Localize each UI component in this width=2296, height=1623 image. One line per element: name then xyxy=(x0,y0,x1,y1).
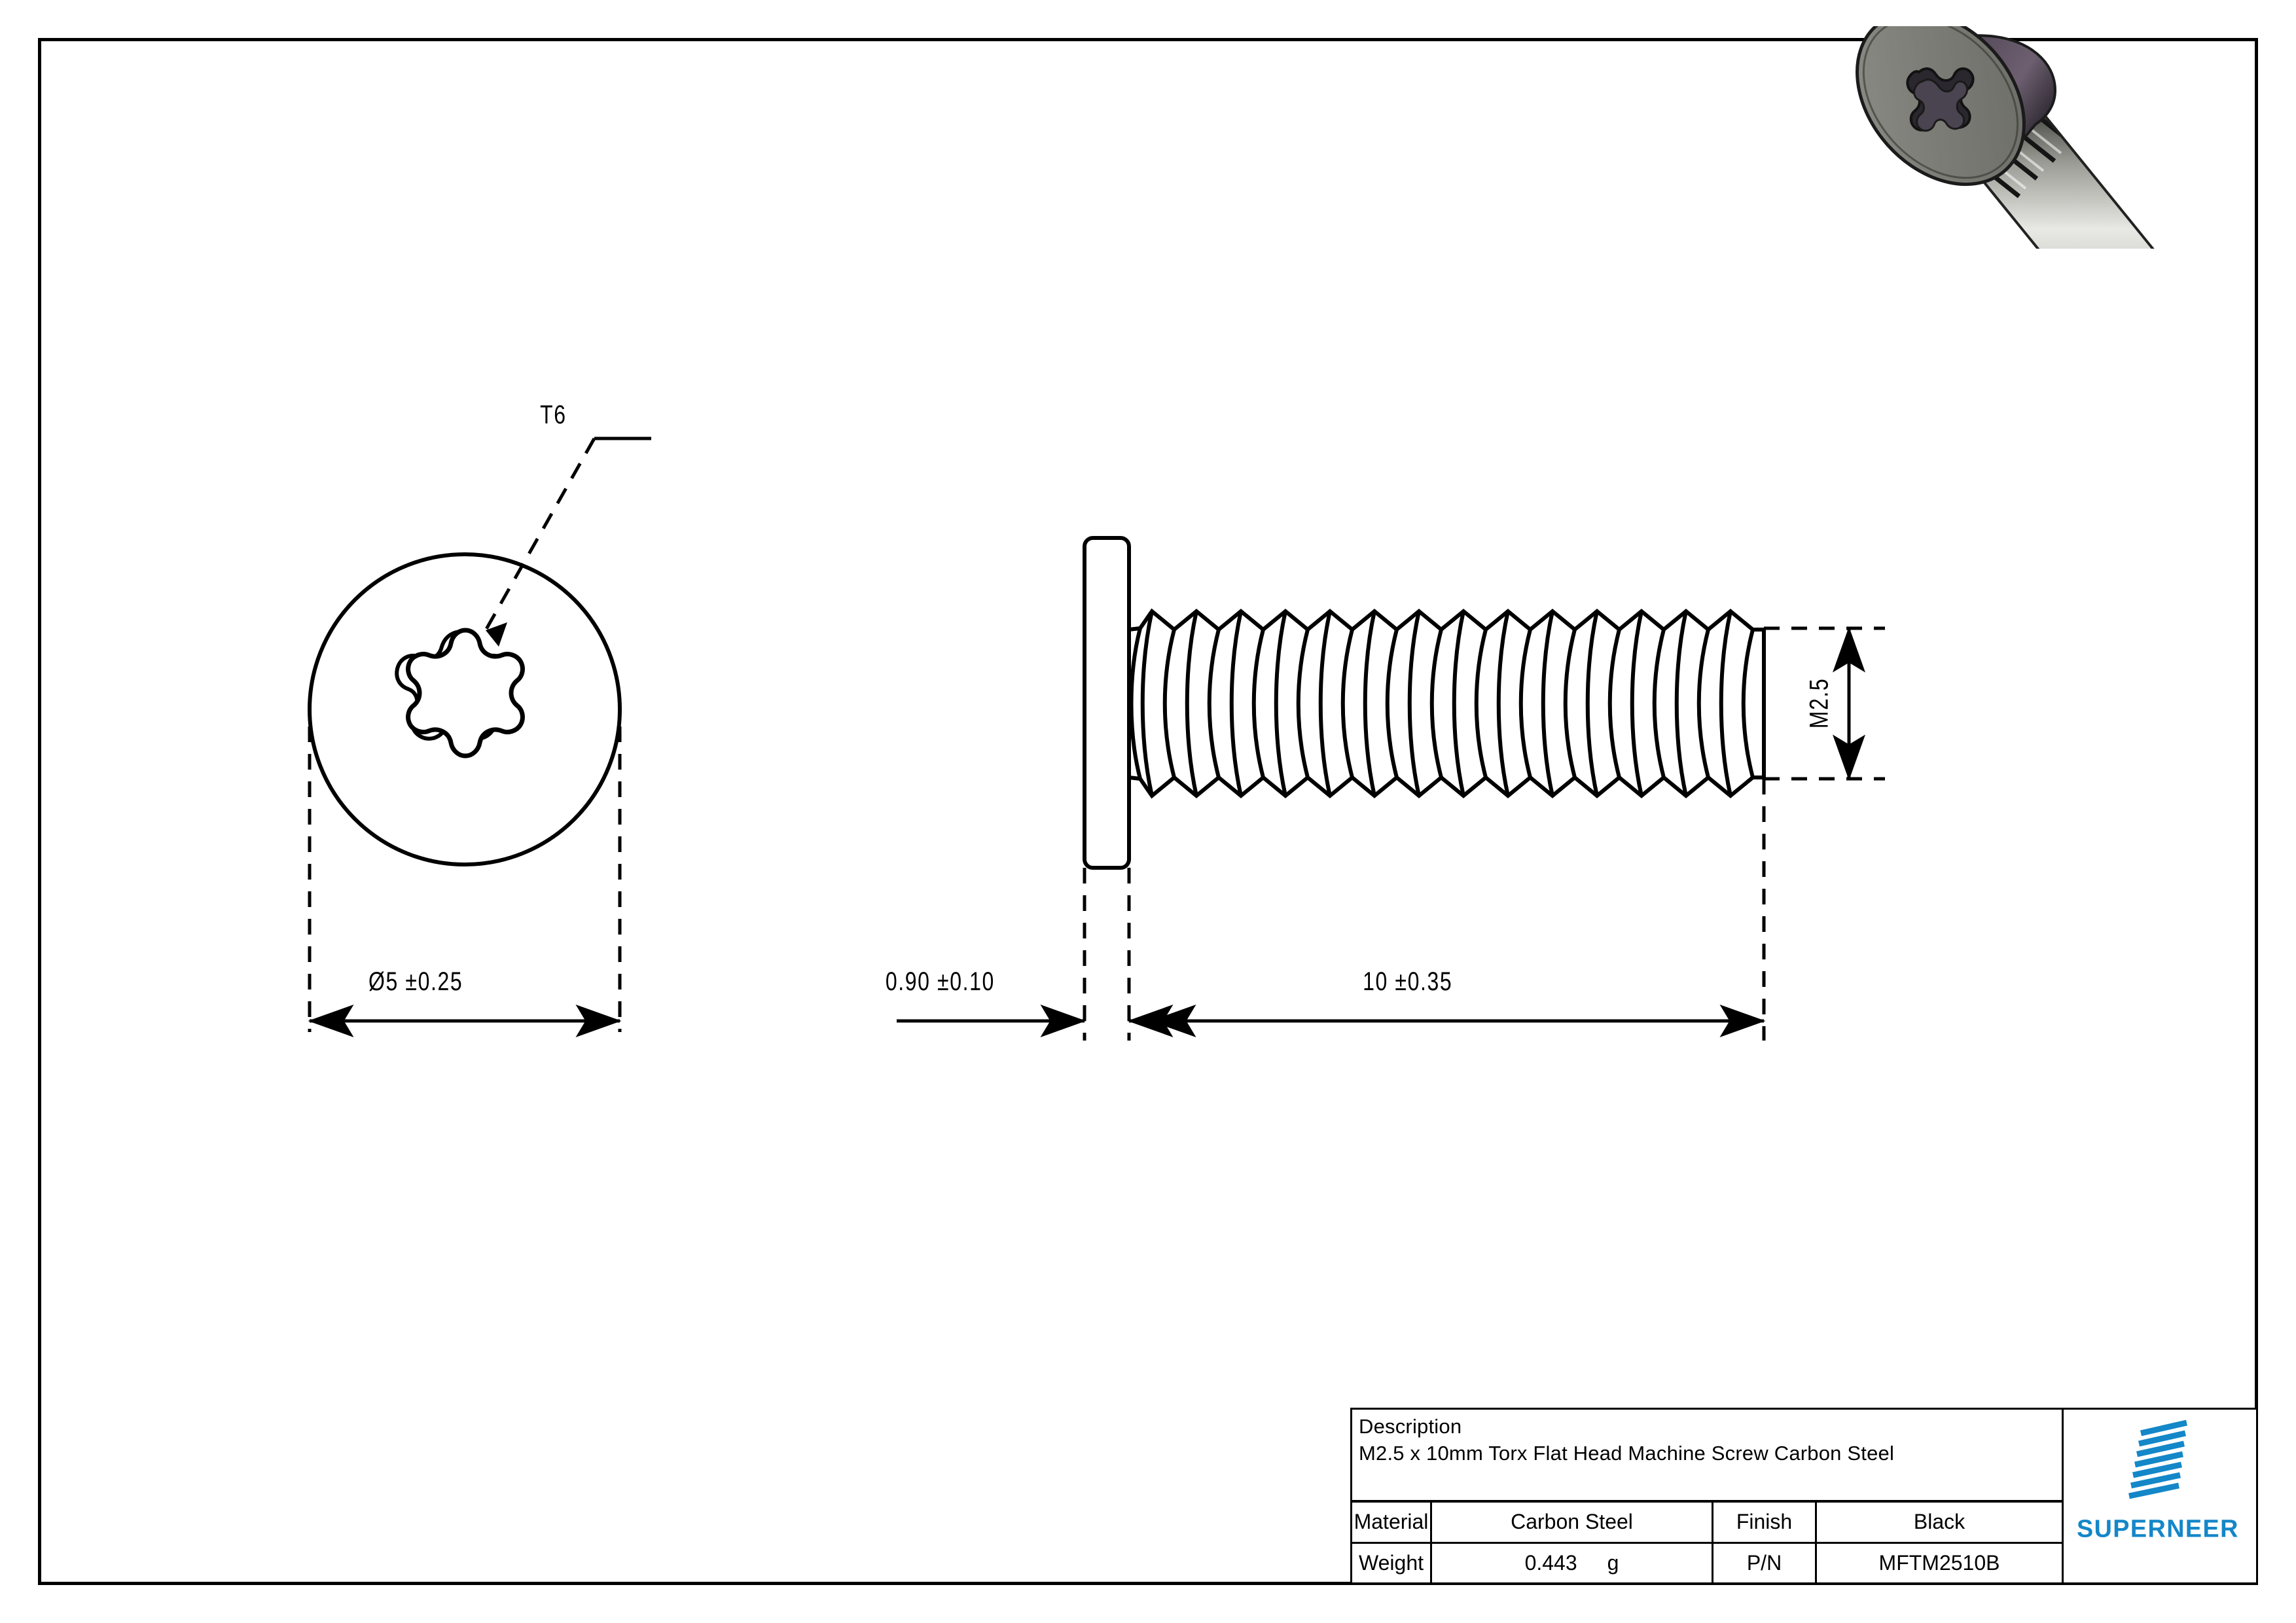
drawing-border-frame xyxy=(38,38,2258,1585)
description-cell: Description M2.5 x 10mm Torx Flat Head M… xyxy=(1352,1410,2062,1503)
material-label: Material xyxy=(1352,1503,1432,1542)
t6-callout-text: T6 xyxy=(540,401,567,429)
finish-label: Finish xyxy=(1713,1503,1817,1542)
pn-value: MFTM2510B xyxy=(1878,1550,2000,1575)
superneer-wordmark: SUPERNEER xyxy=(2077,1515,2244,1546)
thread-length-dimension-text: 10 ±0.35 xyxy=(1363,967,1453,996)
isometric-screw-render xyxy=(1856,26,2155,249)
head-thickness-dimension-text: 0.90 ±0.10 xyxy=(885,967,995,996)
weight-value: 0.443 xyxy=(1524,1550,1577,1575)
finish-value: Black xyxy=(1913,1510,1965,1534)
description-value: M2.5 x 10mm Torx Flat Head Machine Screw… xyxy=(1359,1442,1895,1465)
brand-logo-cell: SUPERNEER xyxy=(2064,1408,2258,1584)
description-label: Description xyxy=(1359,1415,1462,1438)
head-diameter-dimension-text: Ø5 ±0.25 xyxy=(368,967,463,996)
superneer-wordmark-text: SUPERNEER xyxy=(2077,1516,2239,1543)
weight-unit: g xyxy=(1607,1550,1619,1575)
weight-value-cell: 0.443 g xyxy=(1432,1543,1713,1582)
thread-size-dimension-text: M2.5 xyxy=(1804,677,1834,729)
material-row: Material Carbon Steel Finish Black xyxy=(1352,1503,2062,1544)
material-value: Carbon Steel xyxy=(1432,1503,1713,1542)
render-torx-recess xyxy=(1906,67,1975,132)
superneer-mark-icon xyxy=(2128,1419,2188,1499)
title-block-table: Description M2.5 x 10mm Torx Flat Head M… xyxy=(1350,1408,2064,1584)
pn-label: P/N xyxy=(1713,1543,1817,1582)
weight-label: Weight xyxy=(1352,1543,1432,1582)
weight-row: Weight 0.443 g P/N MFTM2510B xyxy=(1352,1543,2062,1582)
title-block: Description M2.5 x 10mm Torx Flat Head M… xyxy=(1350,1408,2258,1584)
